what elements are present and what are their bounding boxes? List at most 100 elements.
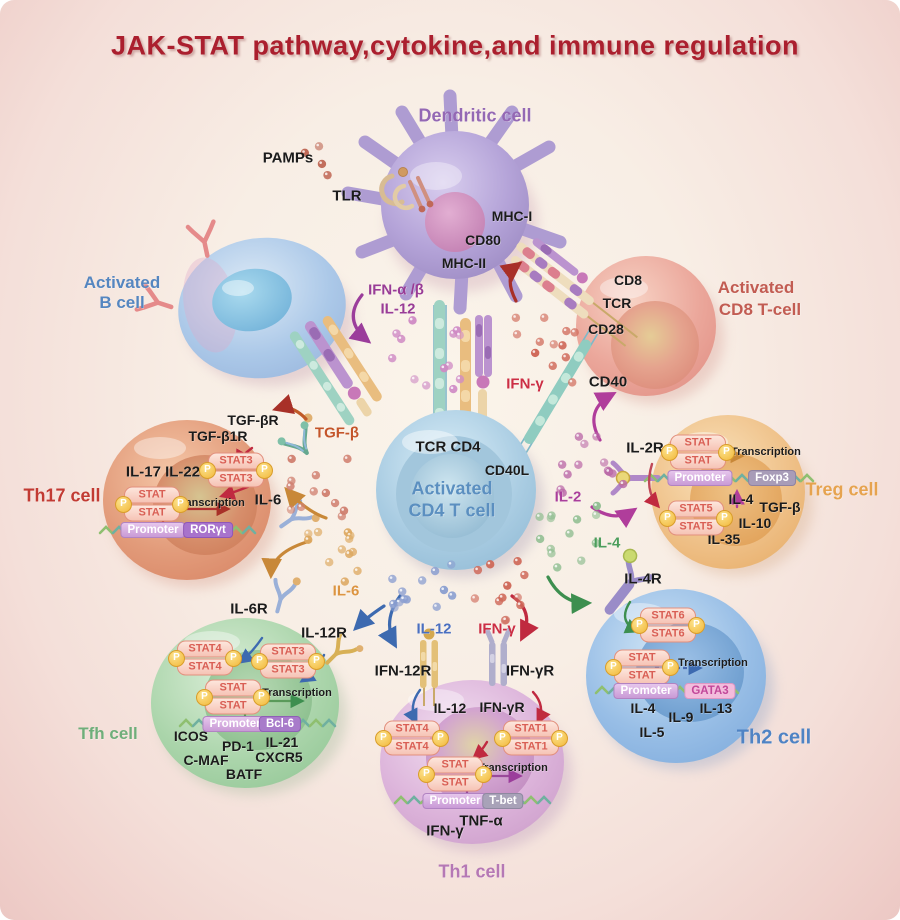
stat-pill: STAT — [124, 486, 180, 504]
cytokine-dots — [286, 142, 628, 625]
tgfb1r-label: TGF-β1R — [188, 428, 248, 444]
th2-il4-label: IL-4 — [630, 700, 656, 716]
th1-ifng-label: IFN-γ — [426, 822, 464, 840]
figure-title: JAK-STAT pathway,cytokine,and immune reg… — [110, 30, 800, 61]
ifngr-label: IFN-γR — [505, 662, 555, 680]
il4-mid-label: IL-4 — [593, 534, 621, 552]
th1-tbet-gene-box: T-bet — [482, 793, 524, 809]
phospho-badge: P — [631, 616, 648, 634]
th2-promoter-box: Promoter — [613, 683, 679, 699]
stat-pill: STAT4 — [177, 658, 233, 676]
treg-il10-label: IL-10 — [738, 515, 772, 531]
cd4-t-cell — [376, 410, 536, 570]
cd40-rod — [516, 329, 599, 455]
phospho-badge: P — [168, 649, 185, 667]
tfh-bcl6-gene-box: Bcl-6 — [258, 716, 302, 732]
cd40l-label: CD40L — [484, 462, 530, 478]
mhc1-label: MHC-I — [491, 208, 533, 224]
stat-pill: STAT — [670, 452, 726, 470]
ifng-bottom-label: IFN-γ — [478, 620, 516, 638]
cd40-marker-label: CD40 — [588, 373, 628, 391]
th2-cell-label: Th2 cell — [736, 726, 812, 749]
treg-stat5-complex: STAT5 STAT5 P P — [659, 500, 733, 537]
mhc2-label: MHC-II — [441, 255, 487, 271]
dendritic-cell-label: Dendritic cell — [418, 105, 532, 126]
th17-stat3-complex: STAT3 STAT3 P P — [199, 452, 273, 489]
th2-il5-label: IL-5 — [639, 724, 665, 740]
phospho-badge: P — [688, 616, 705, 634]
th1-cell-label: Th1 cell — [438, 861, 506, 882]
treg-il4-label: IL-4 — [728, 491, 754, 507]
treg-foxp3-gene-box: Foxp3 — [748, 470, 796, 486]
treg-promoter-box: Promoter — [667, 470, 733, 486]
tnfa-label: TNF-α — [459, 812, 503, 830]
stat-pill: STAT3 — [208, 470, 264, 488]
pamps-label: PAMPs — [262, 149, 314, 167]
stat-pill: STAT — [205, 697, 261, 715]
th1-promoter-box: Promoter — [422, 793, 488, 809]
th1-transcription-label: Transcription — [478, 762, 548, 774]
stat-pill: STAT5 — [668, 500, 724, 518]
stat-pill: STAT — [205, 679, 261, 697]
il2r-label: IL-2R — [626, 439, 664, 457]
phospho-badge: P — [662, 658, 679, 676]
stat-pill: STAT — [427, 756, 483, 774]
th17-promoter-box: Promoter — [120, 522, 186, 538]
phospho-badge: P — [661, 443, 678, 461]
il21-label: IL-21 — [265, 734, 299, 750]
stat-pill: STAT1 — [503, 738, 559, 756]
stat-pill: STAT4 — [384, 738, 440, 756]
th2-il9-label: IL-9 — [668, 709, 694, 725]
phospho-badge: P — [716, 509, 733, 527]
th1-stat-complex: STAT STAT P P — [418, 756, 492, 793]
phospho-badge: P — [494, 729, 511, 747]
treg-tgfb-label: TGF-β — [759, 499, 801, 515]
ifn-gamma-top-label: IFN-γ — [506, 375, 544, 393]
th2-stat-complex: STAT STAT P P — [605, 649, 679, 686]
stat-pill: STAT — [427, 774, 483, 792]
phospho-badge: P — [418, 765, 435, 783]
phospho-badge: P — [225, 649, 242, 667]
tfh-promoter-box: Promoter — [202, 716, 268, 732]
phospho-badge: P — [308, 652, 325, 670]
pd1-label: PD-1 — [222, 738, 254, 754]
phospho-badge: P — [253, 688, 270, 706]
th2-transcription-label: Transcription — [678, 657, 748, 669]
th17-roryt-gene-box: RORγt — [183, 522, 233, 538]
phospho-badge: P — [199, 461, 216, 479]
cd80-label: CD80 — [465, 232, 501, 248]
il2-label: IL-2 — [554, 488, 582, 506]
il12-bottom-label: IL-12 — [416, 620, 452, 638]
th17-stat-complex: STAT STAT P P — [115, 486, 189, 523]
tgfb-label: TGF-β — [314, 424, 360, 442]
tcr-cd4-label: TCR CD4 — [415, 438, 481, 456]
stat-pill: STAT — [124, 504, 180, 522]
tfh-transcription-label: Transcription — [262, 687, 332, 699]
il6-mid-label: IL-6 — [332, 582, 360, 600]
cd8-cell-label-line1: Activated — [717, 278, 795, 297]
phospho-badge: P — [251, 652, 268, 670]
th1-ifngr-inner-label: IFN-γR — [479, 699, 525, 715]
stat-pill: STAT6 — [640, 607, 696, 625]
phospho-badge: P — [115, 495, 132, 513]
il12r-label: IL-12R — [301, 624, 347, 642]
stat-pill: STAT6 — [640, 625, 696, 643]
batf-label: BATF — [225, 766, 263, 782]
il12-top-label: IL-12 — [380, 300, 416, 318]
b-cell-label-line1: Activated — [83, 273, 161, 292]
il6r-label: IL-6R — [230, 600, 268, 618]
ifn-alpha-beta-label: IFN-α /β — [368, 281, 424, 299]
il12r-receptor-icon — [325, 631, 364, 665]
cd4-cell-label-line2: CD4 T cell — [408, 500, 496, 521]
treg-cell-label: Treg cell — [805, 479, 879, 500]
antibody-icon — [134, 219, 216, 312]
stat-pill: STAT5 — [668, 518, 724, 536]
il6r-receptor-icon — [273, 577, 301, 614]
th1-stat4-complex: STAT4 STAT4 P P — [375, 720, 449, 757]
phospho-badge: P — [659, 509, 676, 527]
icos-label: ICOS — [173, 728, 209, 744]
th1-stat1-complex: STAT1 STAT1 P P — [494, 720, 568, 757]
ifn12r-receptor-icon — [420, 628, 438, 706]
cd28-marker-label: CD28 — [588, 321, 624, 337]
